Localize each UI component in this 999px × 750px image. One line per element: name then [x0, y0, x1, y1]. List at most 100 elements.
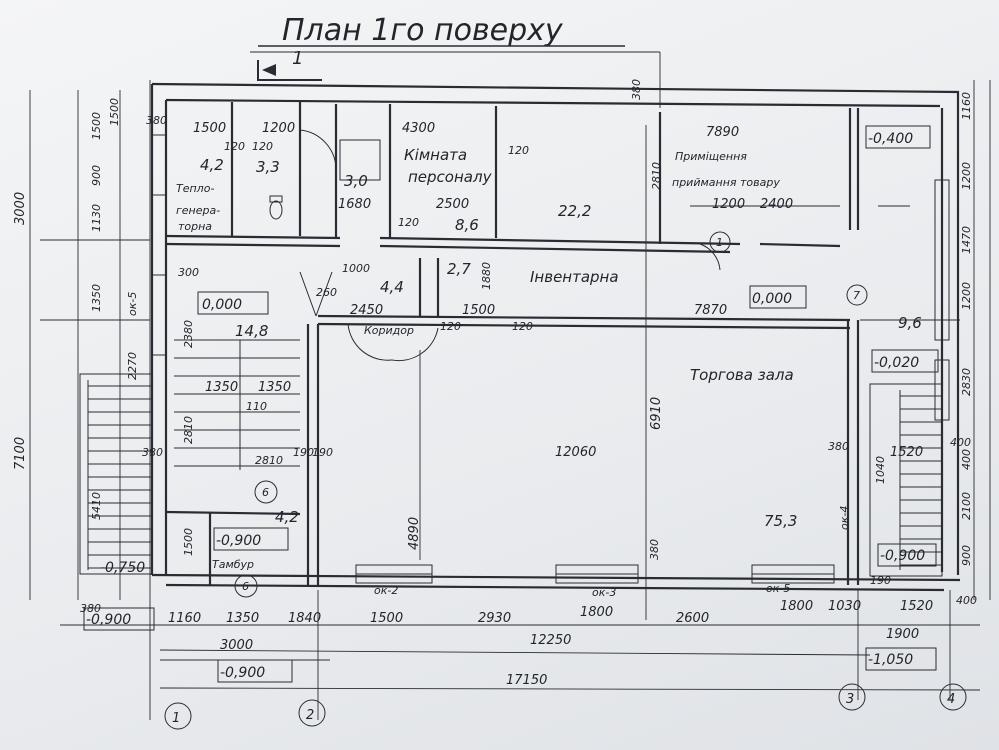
svg-text:4300: 4300	[402, 121, 435, 136]
svg-text:1800: 1800	[580, 605, 613, 620]
svg-text:3000: 3000	[13, 192, 28, 225]
room-staff-line1: Кімната	[404, 146, 467, 164]
svg-text:7100: 7100	[13, 437, 28, 470]
svg-text:4,4: 4,4	[380, 278, 404, 296]
room-corridor: Коридор	[364, 324, 414, 337]
svg-text:1350: 1350	[90, 284, 103, 312]
svg-text:260: 260	[316, 286, 337, 299]
level-boxes	[83, 125, 939, 683]
svg-text:-0,750: -0,750	[100, 560, 145, 576]
svg-text:7890: 7890	[706, 125, 739, 140]
svg-text:14,8: 14,8	[235, 322, 268, 340]
section-number: 1	[292, 48, 303, 69]
svg-text:120: 120	[440, 320, 461, 333]
vertical-dimension-texts: 3000 7100 1500 900 1130 1350 5410 1500 о…	[13, 79, 973, 566]
svg-text:900: 900	[90, 165, 103, 186]
svg-text:-0,900: -0,900	[880, 548, 925, 564]
svg-text:-0,900: -0,900	[86, 612, 131, 628]
svg-text:120: 120	[508, 144, 529, 157]
room-staff-line2: персоналу	[408, 168, 493, 186]
svg-text:2810: 2810	[182, 416, 195, 444]
svg-text:120: 120	[252, 140, 273, 153]
svg-text:1200: 1200	[262, 121, 295, 136]
room-labels: Кімната персоналу Приміщення приймання т…	[176, 146, 794, 571]
room-storage-line1: Приміщення	[675, 150, 747, 163]
svg-text:1900: 1900	[886, 627, 919, 642]
svg-text:75,3: 75,3	[764, 512, 797, 530]
left-stair	[79, 373, 153, 575]
svg-text:1: 1	[172, 711, 180, 726]
svg-text:1030: 1030	[828, 599, 861, 614]
room-vestibule: Тамбур	[212, 558, 254, 571]
door-swings	[299, 129, 721, 362]
svg-text:0,000: 0,000	[752, 291, 792, 307]
svg-text:12060: 12060	[555, 445, 596, 460]
svg-text:5410: 5410	[90, 492, 103, 520]
svg-text:300: 300	[178, 266, 199, 279]
svg-text:2270: 2270	[126, 352, 139, 380]
svg-text:4,2: 4,2	[275, 508, 299, 526]
room-boiler-line3: торна	[178, 220, 212, 233]
svg-text:2810: 2810	[650, 162, 663, 190]
svg-text:1470: 1470	[960, 226, 973, 254]
svg-text:1680: 1680	[338, 197, 371, 212]
svg-text:120: 120	[224, 140, 245, 153]
svg-text:ок-2: ок-2	[374, 584, 398, 597]
svg-text:1520: 1520	[900, 599, 933, 614]
svg-text:1500: 1500	[370, 611, 403, 626]
svg-text:1350: 1350	[258, 380, 291, 395]
svg-text:900: 900	[960, 545, 973, 566]
svg-text:1350: 1350	[205, 380, 238, 395]
svg-text:2500: 2500	[436, 197, 469, 212]
svg-text:2830: 2830	[960, 368, 973, 396]
room-boiler-line2: генера-	[176, 204, 220, 217]
svg-text:7: 7	[853, 289, 860, 302]
svg-text:2600: 2600	[676, 611, 709, 626]
svg-text:380: 380	[146, 114, 167, 127]
svg-text:1840: 1840	[288, 611, 321, 626]
svg-text:120: 120	[512, 320, 533, 333]
svg-text:1520: 1520	[890, 445, 923, 460]
dimension-texts: 1500 1200 4300 7890 380 120 120 1680 250…	[80, 114, 977, 688]
room-boiler-line1: Тепло-	[176, 182, 214, 195]
svg-text:1200: 1200	[960, 282, 973, 310]
svg-text:-0,900: -0,900	[216, 533, 261, 549]
room-areas: 4,2 3,3 3,0 8,6 22,2 4,4 2,7 14,8 9,6 75…	[200, 156, 922, 530]
section-marker	[257, 60, 322, 81]
svg-text:1500: 1500	[90, 112, 103, 140]
svg-text:4: 4	[947, 692, 955, 707]
svg-text:ок-5: ок-5	[766, 582, 790, 595]
svg-text:1500: 1500	[108, 98, 121, 126]
svg-text:1800: 1800	[780, 599, 813, 614]
svg-text:-1,050: -1,050	[868, 652, 913, 668]
svg-text:190: 190	[312, 446, 333, 459]
level-marks: 0,000 0,000 -0,400 -0,020 -0,900 -0,900 …	[86, 131, 925, 681]
svg-text:400: 400	[950, 436, 971, 449]
svg-text:-0,900: -0,900	[220, 665, 265, 681]
svg-text:12250: 12250	[530, 633, 571, 648]
svg-text:1500: 1500	[193, 121, 226, 136]
svg-text:ок-3: ок-3	[592, 586, 616, 599]
inner-stair	[174, 339, 300, 470]
svg-text:1000: 1000	[342, 262, 370, 275]
svg-text:190: 190	[293, 446, 314, 459]
svg-text:9,6: 9,6	[898, 314, 922, 332]
svg-text:380: 380	[828, 440, 849, 453]
svg-text:110: 110	[246, 400, 267, 413]
svg-text:3,0: 3,0	[344, 172, 368, 190]
windows	[151, 134, 950, 584]
svg-text:1200: 1200	[712, 197, 745, 212]
axis-markers	[164, 231, 967, 730]
svg-text:ок-4: ок-4	[838, 506, 851, 530]
room-inventory: Інвентарна	[530, 268, 619, 286]
room-storage-line2: приймання товару	[672, 176, 780, 189]
section-arrow	[262, 64, 276, 76]
svg-text:3000: 3000	[220, 638, 253, 653]
svg-text:3: 3	[846, 692, 854, 707]
svg-text:1350: 1350	[226, 611, 259, 626]
svg-text:1500: 1500	[182, 528, 195, 556]
svg-text:2400: 2400	[760, 197, 793, 212]
svg-text:400: 400	[960, 449, 973, 470]
